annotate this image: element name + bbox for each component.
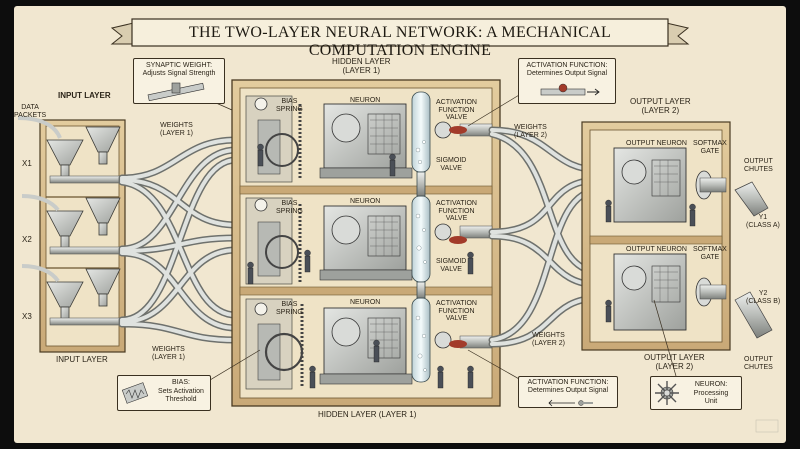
output-neuron-1: [613, 147, 727, 223]
sigmoid-valve-label-1: SIGMOID VALVE: [436, 157, 467, 172]
callout-bias: BIAS: Sets Activation Threshold: [117, 375, 211, 411]
input-funnels: [46, 126, 121, 320]
weights-layer1-pipes: [118, 136, 240, 344]
output-neuron-label-1: OUTPUT NEURON: [626, 140, 687, 147]
output-y1-label: Y1 (CLASS A): [746, 214, 780, 229]
output-chutes-label-bottom: OUTPUT CHUTES: [744, 356, 773, 371]
title-banner: [110, 18, 690, 47]
bias-spring-label-2: BIAS SPRING: [276, 200, 303, 215]
gear-icon: [655, 381, 679, 405]
input-node-x3: X3: [22, 312, 32, 321]
output-chutes-label-top: OUTPUT CHUTES: [744, 158, 773, 173]
input-layer-footer: INPUT LAYER: [56, 355, 108, 364]
hidden-layer-heading: HIDDEN LAYER (LAYER 1): [332, 57, 391, 75]
hidden-neuron-row-2: [245, 197, 493, 285]
pipe-valve-icon: [147, 82, 205, 101]
activation-glass-columns: [411, 91, 431, 383]
data-packet-arrows: [17, 116, 62, 283]
output-layer-heading: OUTPUT LAYER (LAYER 2): [630, 97, 691, 115]
hidden-neuron-row-3: [245, 298, 493, 390]
bias-spring-label-3: BIAS SPRING: [276, 301, 303, 316]
arrow-valve-icon: [548, 399, 593, 407]
callout-activation-top-title: ACTIVATION FUNCTION:: [526, 62, 608, 69]
output-chutes: [734, 181, 773, 339]
callout-activation-function-bottom: ACTIVATION FUNCTION: Determines Output S…: [518, 376, 618, 408]
output-neuron-label-2: OUTPUT NEURON: [626, 246, 687, 253]
activation-valve-label-3: ACTIVATION FUNCTION VALVE: [436, 300, 477, 323]
callout-bias-text: Sets Activation Threshold: [158, 388, 204, 404]
callout-bias-title: BIAS:: [172, 379, 190, 386]
callout-neuron-title: NEURON:: [694, 381, 728, 388]
callout-activation-top-text: Determines Output Signal: [526, 70, 608, 78]
output-y2-label: Y2 (CLASS B): [746, 290, 781, 305]
bias-spring-label-1: BIAS SPRING: [276, 98, 303, 113]
weights-layer2-top-label: WEIGHTS (LAYER 2): [514, 124, 547, 139]
callout-synaptic-weight: SYNAPTIC WEIGHT: Adjusts Signal Strength: [133, 58, 225, 104]
input-layer-heading: INPUT LAYER: [58, 91, 111, 100]
callout-synaptic-title: SYNAPTIC WEIGHT:: [145, 62, 213, 69]
worker-figures: [247, 143, 474, 389]
weights-layer2-bottom-label: WEIGHTS (LAYER 2): [532, 332, 565, 347]
hidden-layer-footer: HIDDEN LAYER (LAYER 1): [318, 410, 417, 419]
callout-neuron-text: Processing Unit: [693, 390, 729, 406]
output-neuron-2: [613, 253, 727, 331]
callout-activation-function-top: ACTIVATION FUNCTION: Determines Output S…: [518, 58, 616, 104]
output-workers: [605, 199, 696, 323]
activation-valve-label-1: ACTIVATION FUNCTION VALVE: [436, 99, 477, 122]
spring-icon: [121, 382, 149, 404]
data-packets-label: DATA PACKETS: [14, 104, 47, 119]
output-layer-footer: OUTPUT LAYER (LAYER 2): [644, 353, 705, 371]
neuron-label-2: NEURON: [350, 198, 381, 205]
input-node-x2: X2: [22, 235, 32, 244]
input-shelf-pipes: [49, 175, 123, 326]
softmax-gate-label-1: SOFTMAX GATE: [693, 140, 727, 155]
callout-activation-bottom-title: ACTIVATION FUNCTION:: [527, 379, 609, 386]
weights-layer1-bottom-label: WEIGHTS (LAYER 1): [152, 346, 185, 361]
callout-activation-bottom-text: Determines Output Signal: [527, 387, 609, 395]
activation-bubbles: [415, 140, 427, 372]
activation-valve-label-2: ACTIVATION FUNCTION VALVE: [436, 200, 477, 223]
sigmoid-valve-label-2: SIGMOID VALVE: [436, 258, 467, 273]
callout-neuron: NEURON: Processing Unit: [650, 376, 742, 410]
input-node-x1: X1: [22, 159, 32, 168]
diagram-title: THE TWO-LAYER NEURAL NETWORK: A MECHANIC…: [188, 24, 612, 59]
softmax-gate-label-2: SOFTMAX GATE: [693, 246, 727, 261]
neuron-label-1: NEURON: [350, 97, 381, 104]
input-cabinet: [39, 119, 126, 353]
weights-layer1-top-label: WEIGHTS (LAYER 1): [160, 122, 193, 137]
neuron-label-3: NEURON: [350, 299, 381, 306]
corner-watermark: [755, 419, 779, 433]
callout-synaptic-text: Adjusts Signal Strength: [142, 70, 216, 78]
valve-arrow-icon: [540, 83, 600, 96]
